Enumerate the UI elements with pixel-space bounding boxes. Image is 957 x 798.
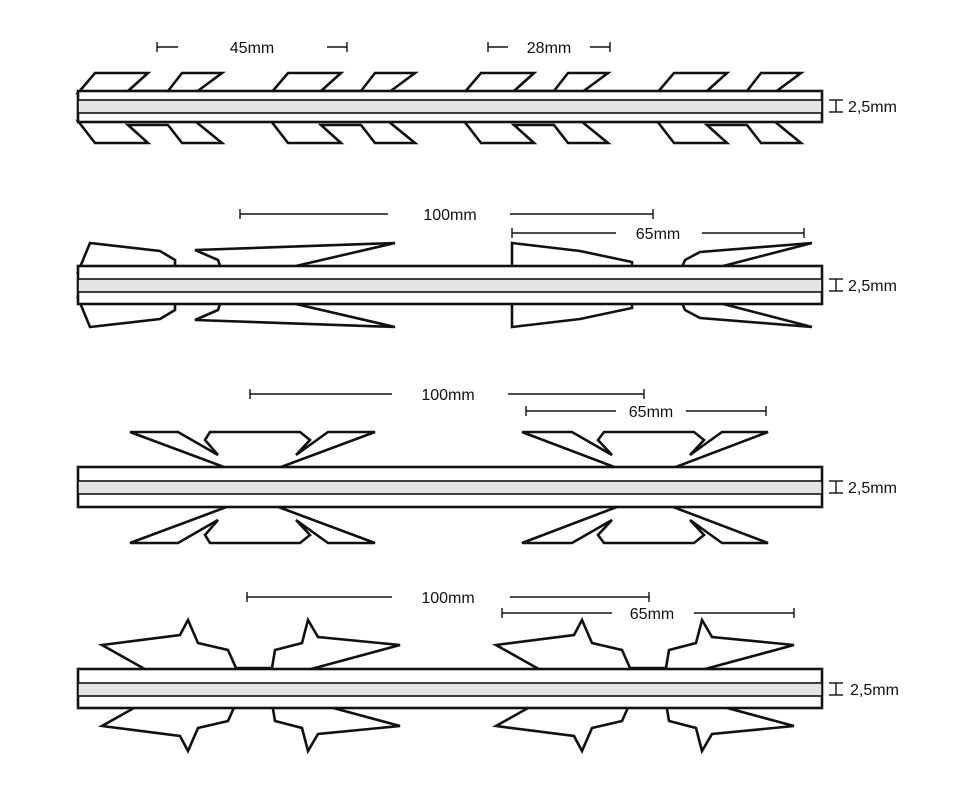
profile-3-dim-pitch: 100mm — [249, 387, 645, 404]
profile-1-core-wire — [77, 99, 823, 114]
profile-4-top-barb-2 — [491, 616, 795, 674]
profile-3: 100mm 65mm 2,5mm — [76, 387, 897, 545]
profile-2-thickness-label: 2,5mm — [848, 278, 897, 295]
profile-4-thickness: 2,5mm — [829, 682, 899, 699]
profile-3-dim-barb-label: 65mm — [629, 404, 673, 421]
profile-4-top-barb-1 — [97, 616, 401, 674]
profile-1-dim-pitch: 45mm — [156, 40, 348, 57]
profile-4-dim-barb: 65mm — [501, 606, 795, 623]
profile-1-bottom-barb-3 — [461, 119, 612, 145]
profile-2-dim-barb-label: 65mm — [636, 226, 680, 243]
profile-1-thickness: 2,5mm — [829, 99, 897, 116]
profile-1-bottom-barb-4 — [654, 119, 805, 145]
profile-3-dim-pitch-label: 100mm — [421, 387, 474, 404]
profile-1-thickness-label: 2,5mm — [848, 99, 897, 116]
profile-1-dim-pitch-label: 45mm — [230, 40, 274, 57]
profile-2-dim-pitch: 100mm — [239, 207, 654, 224]
profile-4-core-wire — [77, 682, 823, 697]
profile-3-thickness-label: 2,5mm — [848, 480, 897, 497]
profile-2-dim-pitch-label: 100mm — [423, 207, 476, 224]
profile-1-dim-barb: 28mm — [487, 40, 611, 57]
profile-2-thickness: 2,5mm — [829, 278, 897, 295]
profile-3-dim-barb: 65mm — [525, 404, 767, 421]
profile-2-core-wire — [77, 278, 823, 293]
profile-1-bottom-barb-1 — [75, 119, 226, 145]
profile-4-dim-pitch-label: 100mm — [421, 590, 474, 607]
profile-4: 100mm 65mm 2,5mm — [76, 590, 899, 755]
profile-2-dim-barb: 65mm — [511, 226, 805, 243]
profile-4-dim-barb-label: 65mm — [630, 606, 674, 623]
profile-4-dim-pitch: 100mm — [246, 590, 650, 607]
profile-2: 100mm 65mm 2,5mm — [76, 207, 897, 329]
profile-4-thickness-label: 2,5mm — [850, 682, 899, 699]
profile-3-thickness: 2,5mm — [829, 480, 897, 497]
profile-3-core-wire — [77, 480, 823, 495]
profile-1: 45mm 28mm 2,5mm — [75, 40, 897, 145]
profile-1-bottom-barb-2 — [268, 119, 419, 145]
profile-1-dim-barb-label: 28mm — [527, 40, 571, 57]
